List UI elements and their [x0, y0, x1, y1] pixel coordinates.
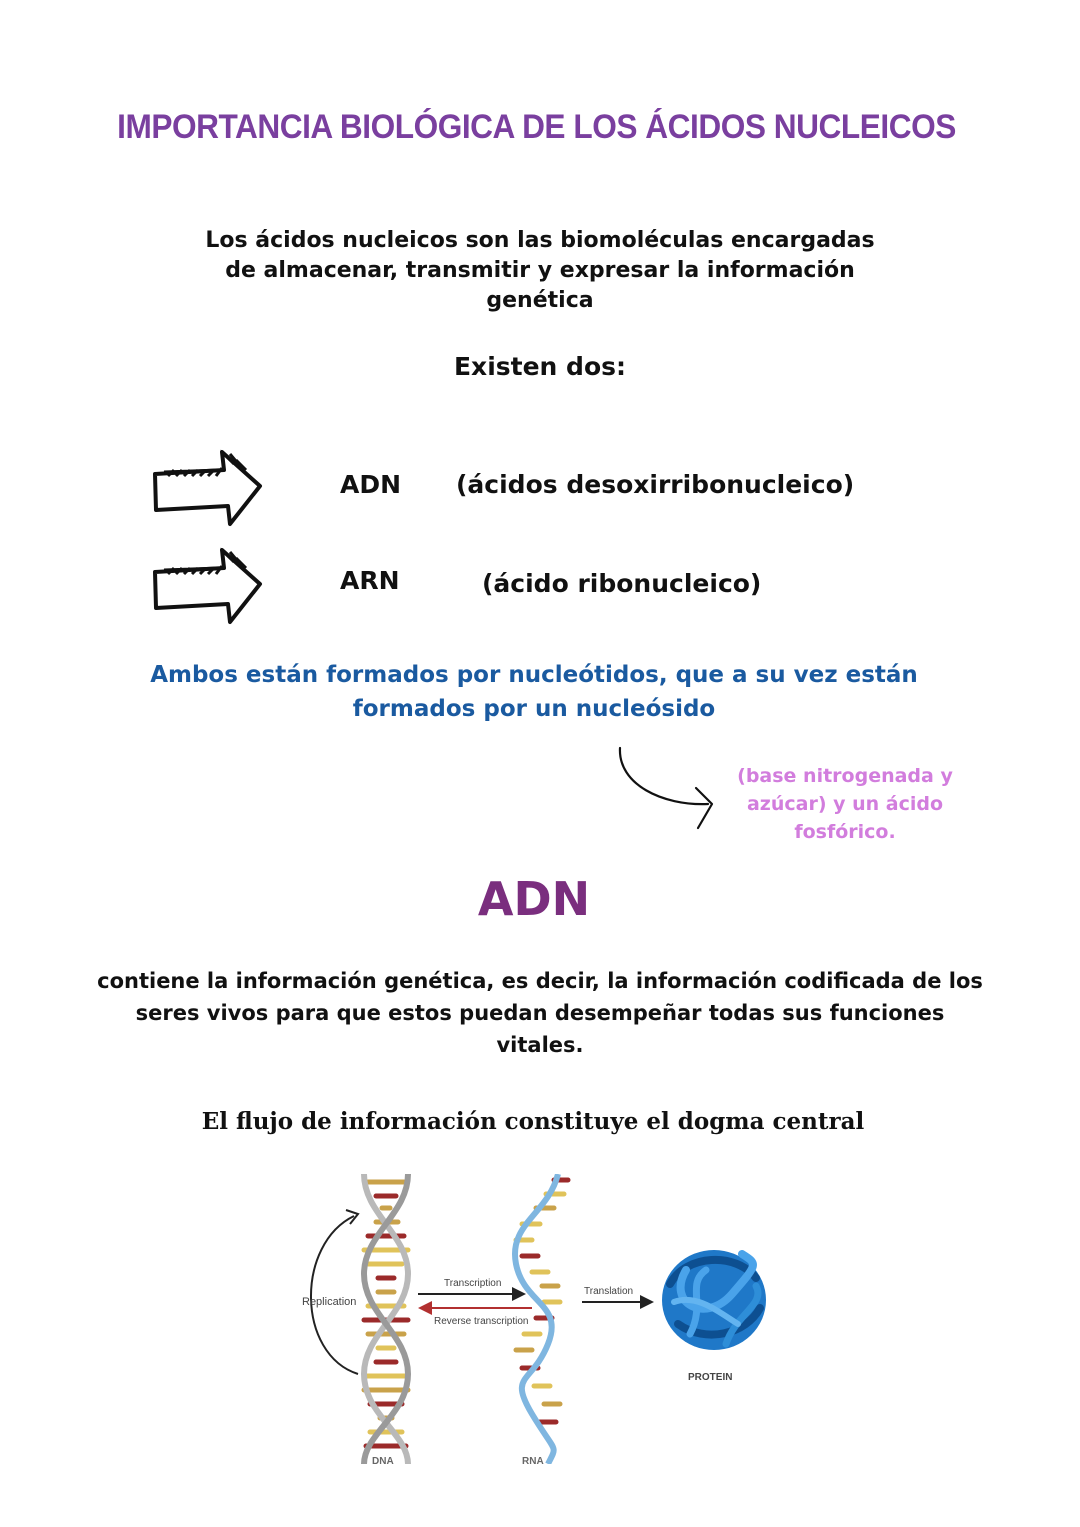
type-full-adn: (ácidos desoxirribonucleico)	[456, 470, 855, 499]
existen-heading: Existen dos:	[453, 352, 626, 381]
nucleotides-line-2: formados por un nucleósido	[352, 696, 716, 722]
nucleotides-paragraph: Ambos están formados por nucleótidos, qu…	[120, 658, 948, 726]
protein-icon	[662, 1250, 766, 1350]
dna-helix-icon	[360, 1174, 412, 1464]
protein-label: PROTEIN	[688, 1372, 732, 1383]
intro-line-2: de almacenar, transmitir y expresar la i…	[225, 258, 855, 283]
side-note-line-3: fosfórico.	[794, 821, 896, 843]
reverse-transcription-label: Reverse transcription	[434, 1316, 528, 1327]
dna-label: DNA	[372, 1456, 394, 1464]
rna-label: RNA	[522, 1456, 544, 1464]
curved-arrow-icon	[618, 746, 714, 830]
side-note-line-2: azúcar) y un ácido	[746, 793, 944, 815]
type-abbr-arn: ARN	[340, 566, 400, 595]
intro-line-1: Los ácidos nucleicos son las biomolécula…	[205, 228, 875, 253]
intro-line-3: genética	[486, 288, 594, 313]
hand-drawn-arrow-icon	[153, 547, 262, 624]
replication-label: Replication	[302, 1296, 356, 1308]
type-abbr-adn: ADN	[340, 470, 402, 499]
adn-description-line-1: contiene la información genética, es dec…	[97, 969, 983, 993]
translation-label: Translation	[584, 1286, 633, 1297]
type-full-arn: (ácido ribonucleico)	[482, 569, 762, 598]
intro-paragraph: Los ácidos nucleicos son las biomolécula…	[200, 226, 880, 316]
side-note: (base nitrogenada y azúcar) y un ácido f…	[730, 762, 960, 846]
nucleotides-line-1: Ambos están formados por nucleótidos, qu…	[150, 662, 918, 688]
adn-heading: ADN	[477, 872, 591, 926]
side-note-line-1: (base nitrogenada y	[737, 765, 953, 787]
page-title: IMPORTANCIA BIOLÓGICA DE LOS ÁCIDOS NUCL…	[117, 108, 956, 146]
flow-heading: El flujo de información constituye el do…	[201, 1108, 865, 1135]
adn-description: contiene la información genética, es dec…	[90, 965, 990, 1061]
transcription-label: Transcription	[444, 1278, 501, 1289]
hand-drawn-arrow-icon	[153, 449, 262, 526]
adn-description-line-2: seres vivos para que estos puedan desemp…	[135, 1001, 945, 1057]
central-dogma-diagram: Replication Transcription Reverse transc…	[286, 1174, 786, 1464]
rna-strand-icon	[511, 1174, 571, 1464]
